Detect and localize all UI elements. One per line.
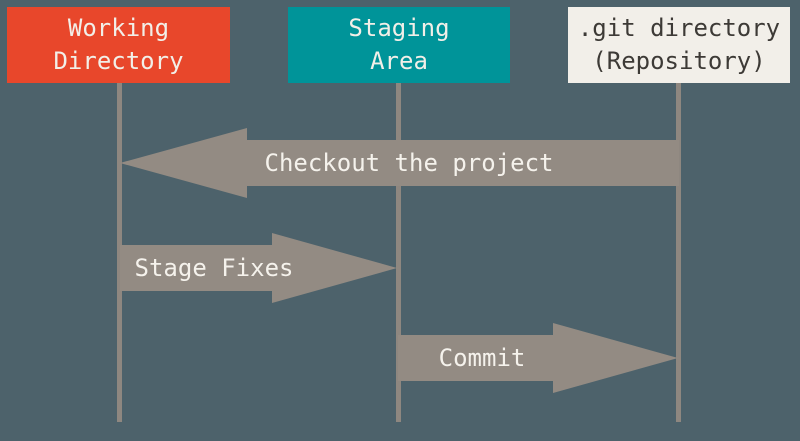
git-directory-box: .git directory (Repository)	[568, 7, 790, 83]
stage-fixes-arrow-label: Stage Fixes	[134, 254, 294, 282]
checkout-arrow: Checkout the project	[120, 128, 679, 198]
stage-fixes-arrow-body	[120, 245, 272, 291]
staging-area-lifeline	[396, 83, 401, 422]
arrow-head-left-icon	[120, 128, 247, 198]
commit-arrow-body	[398, 335, 553, 381]
working-directory-lifeline	[117, 83, 122, 422]
staging-area-label: Staging Area	[348, 14, 450, 75]
staging-area-box: Staging Area	[288, 7, 510, 83]
checkout-arrow-label: Checkout the project	[264, 149, 554, 177]
git-directory-lifeline	[676, 83, 681, 422]
commit-arrow: Commit	[398, 323, 678, 393]
checkout-arrow-body	[247, 140, 679, 186]
working-directory-label: Working Directory	[53, 14, 184, 75]
arrow-head-right-icon	[553, 323, 678, 393]
working-directory-box: Working Directory	[7, 7, 230, 83]
stage-fixes-arrow: Stage Fixes	[120, 233, 397, 303]
commit-arrow-label: Commit	[438, 344, 526, 372]
arrow-head-right-icon	[272, 233, 397, 303]
git-directory-label: .git directory (Repository)	[577, 14, 781, 75]
